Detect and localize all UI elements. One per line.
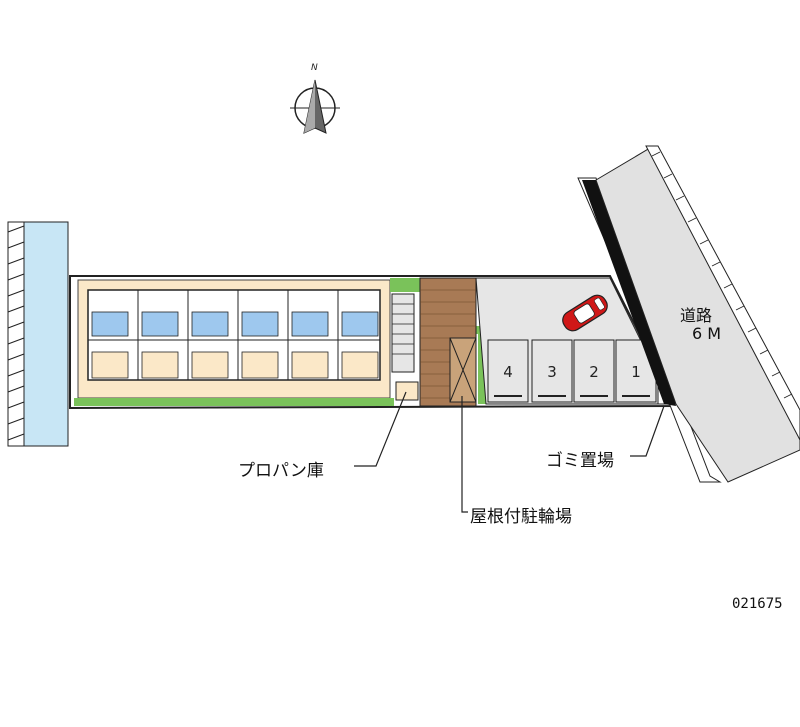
compass-north-label: N	[311, 63, 318, 73]
parking-space-4: 4	[503, 363, 513, 381]
compass-icon: N	[290, 63, 340, 134]
road	[577, 145, 800, 483]
parking-space-3: 3	[547, 363, 557, 381]
parking-spaces: 4 3 2 1	[487, 339, 657, 403]
parking-space-2: 2	[589, 363, 599, 381]
bike-parking-label: 屋根付駐輪場	[470, 507, 572, 527]
propane-storage-label: プロパン庫	[238, 461, 324, 481]
bike-parking-shed	[449, 337, 477, 403]
car-icon	[562, 294, 608, 332]
map-id: 021675	[732, 596, 783, 612]
leader-lines	[354, 391, 665, 513]
apartment-building	[77, 279, 415, 399]
road-width-label: 6 M	[692, 324, 722, 343]
propane-storage	[395, 381, 419, 401]
garbage-area-label: ゴミ置場	[546, 451, 614, 471]
road-name-label: 道路	[680, 306, 713, 325]
water-channel	[7, 221, 69, 447]
parking-space-1: 1	[631, 363, 641, 381]
